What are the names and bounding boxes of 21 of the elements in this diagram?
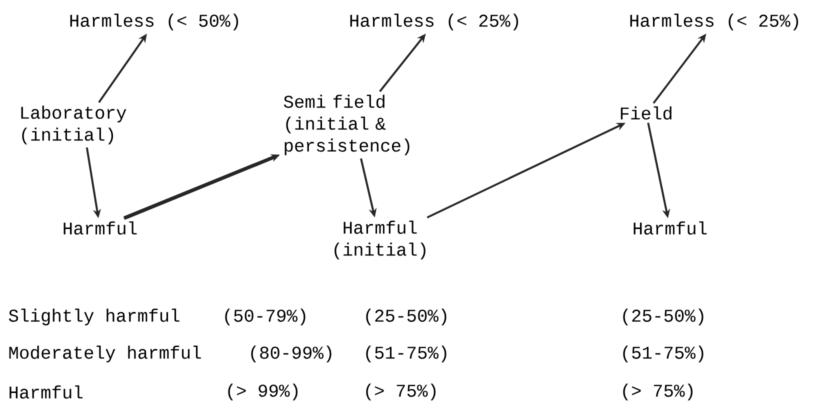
- flow-label: Harmful (initial): [334, 220, 426, 260]
- table-cell: (51-75%): [366, 346, 446, 362]
- flow-label: Harmless (< 25%): [630, 14, 798, 30]
- table-cell: (51-75%): [623, 346, 704, 362]
- flow-label: Harmless (< 50%): [70, 14, 238, 30]
- flow-label: Harmful: [634, 221, 707, 235]
- table-cell: Moderately harmful: [9, 346, 201, 362]
- table-cell: (80-99%): [251, 346, 332, 362]
- table-cell: Slightly harmful: [8, 308, 180, 326]
- flow-label: Harmless (< 25%): [350, 14, 518, 30]
- flow-label: Field: [620, 106, 672, 120]
- flow-label: Laboratory (initial): [21, 106, 126, 144]
- flow-label: Semi field (initial & persistence): [284, 94, 410, 156]
- table-cell: (50-79%): [225, 308, 306, 326]
- table-cell: Harmful: [10, 385, 83, 399]
- table-cell: (> 75%): [366, 384, 436, 400]
- table-cell: (> 99%): [228, 384, 298, 400]
- table-cell: (25-50%): [366, 308, 446, 326]
- flow-label: Harmful: [64, 221, 137, 235]
- table-cell: (25-50%): [623, 308, 704, 326]
- table-cell: (> 75%): [623, 384, 693, 400]
